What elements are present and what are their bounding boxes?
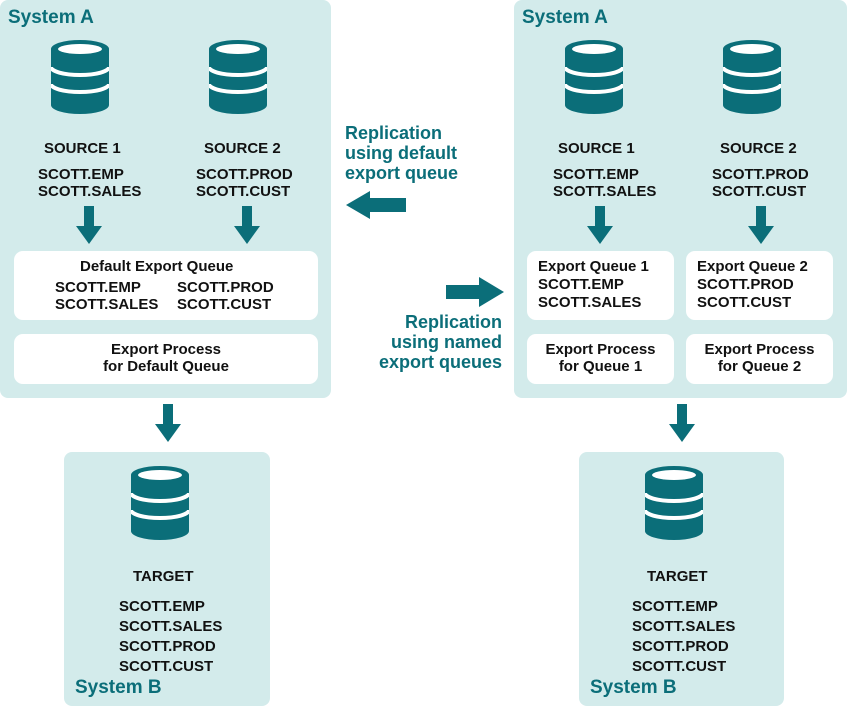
right-source1-tables: SCOTT.EMP SCOTT.SALES — [553, 166, 656, 200]
right-system-b-label: System B — [590, 677, 677, 698]
export-queue-2-content: Export Queue 2 SCOTT.PROD SCOTT.CUST — [697, 258, 808, 312]
export-queue-2-card: Export Queue 2 SCOTT.PROD SCOTT.CUST — [686, 251, 833, 320]
table-name: SCOTT.SALES — [55, 296, 159, 313]
table-name: SCOTT.EMP — [119, 598, 205, 615]
table-name: SCOTT.CUST — [196, 183, 291, 200]
table-name: SCOTT.SALES — [119, 618, 223, 635]
default-export-queue-card: Default Export Queue SCOTT.EMP SCOTT.SAL… — [14, 251, 318, 320]
table-name: SCOTT.CUST — [119, 658, 214, 675]
left-target-tables: SCOTT.EMP SCOTT.SALES SCOTT.PROD SCOTT.C… — [119, 597, 222, 677]
process-line1: Export Process — [704, 341, 815, 358]
default-queue-tables-col2: SCOTT.PROD SCOTT.CUST — [177, 279, 274, 313]
export-process-1-card: Export Process for Queue 1 — [527, 334, 674, 384]
default-queue-tables-col1: SCOTT.EMP SCOTT.SALES — [55, 279, 158, 313]
process-line2: for Queue 2 — [717, 358, 802, 375]
export-process-2-card: Export Process for Queue 2 — [686, 334, 833, 384]
export-queue-1-content: Export Queue 1 SCOTT.EMP SCOTT.SALES — [538, 258, 649, 312]
note-line: using named — [390, 332, 502, 352]
process-line2: for Default Queue — [103, 358, 229, 375]
arrow-down-icon — [587, 206, 613, 244]
export-queue-1-card: Export Queue 1 SCOTT.EMP SCOTT.SALES — [527, 251, 674, 320]
database-icon — [723, 40, 781, 114]
arrow-down-icon — [669, 404, 695, 442]
left-target-label: TARGET — [133, 568, 194, 585]
table-name: SCOTT.EMP — [553, 166, 639, 183]
right-target-tables: SCOTT.EMP SCOTT.SALES SCOTT.PROD SCOTT.C… — [632, 597, 735, 677]
arrow-down-icon — [234, 206, 260, 244]
process-line2: for Queue 1 — [558, 358, 643, 375]
left-source1-tables: SCOTT.EMP SCOTT.SALES — [38, 166, 141, 200]
named-queues-note: Replication using named export queues — [358, 312, 502, 372]
database-icon — [645, 466, 703, 540]
process-line1: Export Process — [545, 341, 656, 358]
database-icon — [209, 40, 267, 114]
table-name: SCOTT.PROD — [196, 166, 293, 183]
table-name: SCOTT.SALES — [38, 183, 142, 200]
table-name: SCOTT.CUST — [697, 294, 792, 311]
process-line1: Export Process — [110, 341, 222, 358]
left-source2-tables: SCOTT.PROD SCOTT.CUST — [196, 166, 293, 200]
arrow-right-icon — [446, 277, 504, 307]
table-name: SCOTT.PROD — [119, 638, 216, 655]
table-name: SCOTT.EMP — [538, 276, 624, 293]
table-name: SCOTT.CUST — [632, 658, 727, 675]
table-name: SCOTT.SALES — [553, 183, 657, 200]
left-source1-label: SOURCE 1 — [44, 140, 121, 157]
arrow-down-icon — [748, 206, 774, 244]
table-name: SCOTT.SALES — [538, 294, 642, 311]
database-icon — [131, 466, 189, 540]
note-line: export queues — [378, 352, 502, 372]
right-source2-label: SOURCE 2 — [720, 140, 797, 157]
right-source1-label: SOURCE 1 — [558, 140, 635, 157]
arrow-left-icon — [346, 191, 406, 219]
left-system-a-label: System A — [8, 7, 94, 28]
table-name: SCOTT.CUST — [712, 183, 807, 200]
database-icon — [565, 40, 623, 114]
table-name: SCOTT.SALES — [632, 618, 736, 635]
database-icon — [51, 40, 109, 114]
note-line: Replication — [345, 123, 443, 143]
table-name: SCOTT.PROD — [697, 276, 794, 293]
right-target-label: TARGET — [647, 568, 708, 585]
table-name: SCOTT.PROD — [177, 279, 274, 296]
default-export-process-card: Export Process for Default Queue — [14, 334, 318, 384]
table-name: SCOTT.PROD — [632, 638, 729, 655]
note-line: Replication — [404, 312, 502, 332]
note-line: export queue — [345, 163, 459, 183]
arrow-down-icon — [155, 404, 181, 442]
right-source2-tables: SCOTT.PROD SCOTT.CUST — [712, 166, 809, 200]
export-queue-2-title: Export Queue 2 — [697, 258, 808, 275]
table-name: SCOTT.CUST — [177, 296, 272, 313]
right-system-a-label: System A — [522, 7, 608, 28]
export-queue-1-title: Export Queue 1 — [538, 258, 649, 275]
default-queue-note: Replication using default export queue — [345, 123, 458, 183]
table-name: SCOTT.EMP — [38, 166, 124, 183]
table-name: SCOTT.EMP — [632, 598, 718, 615]
table-name: SCOTT.EMP — [55, 279, 141, 296]
left-source2-label: SOURCE 2 — [204, 140, 281, 157]
left-system-b-label: System B — [75, 677, 162, 698]
table-name: SCOTT.PROD — [712, 166, 809, 183]
note-line: using default — [345, 143, 457, 163]
arrow-down-icon — [76, 206, 102, 244]
default-export-queue-title: Default Export Queue — [80, 258, 234, 275]
